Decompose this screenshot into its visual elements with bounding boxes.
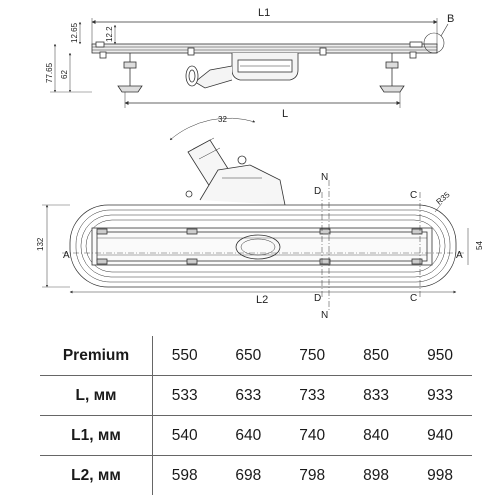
table-row: Premium 550 650 750 850 950 — [40, 336, 472, 376]
drain-hole — [235, 234, 281, 260]
label-l: L — [282, 108, 288, 120]
table-cell: 750 — [299, 346, 326, 364]
table-cell: 698 — [216, 455, 281, 495]
table-cell: 833 — [344, 375, 409, 416]
label-height-132: 132 — [36, 237, 45, 251]
foot-left — [117, 53, 143, 93]
technical-drawing: L1 B L 12.65 12.2 77.65 62 — [36, 7, 484, 320]
table-cell: 933 — [408, 375, 472, 416]
label-l1: L1 — [258, 7, 270, 19]
table-row: L1, мм 540 640 740 840 940 — [40, 415, 472, 456]
angle-arc — [169, 117, 256, 141]
detail-b-circle — [423, 32, 445, 54]
label-c-top: C — [410, 190, 417, 201]
table-cell: 950 — [427, 346, 453, 364]
table-cell: 633 — [216, 375, 281, 416]
table-cell: 850 — [363, 346, 390, 364]
table-cell: 533 — [152, 375, 217, 416]
foot-right — [379, 53, 405, 93]
label-r35: R35 — [435, 190, 452, 207]
table-cell: 798 — [280, 455, 345, 495]
label-h3: 77.65 — [45, 62, 54, 83]
table-cell: 940 — [408, 415, 472, 456]
table-cell: 733 — [280, 375, 345, 416]
table-row: L, мм 533 633 733 833 933 — [40, 375, 472, 416]
label-h2: 12.2 — [105, 26, 114, 42]
plan-view — [42, 117, 469, 310]
side-view — [50, 18, 449, 108]
table-cell: 650 — [235, 346, 262, 364]
outlet-pipe — [185, 137, 286, 206]
table-row: L2, мм 598 698 798 898 998 — [40, 455, 472, 495]
table-cell: 640 — [216, 415, 281, 456]
label-c-bottom: C — [410, 293, 417, 304]
row-label: L2, мм — [40, 455, 153, 495]
table-cell: 540 — [152, 415, 217, 456]
label-h4: 62 — [60, 70, 69, 79]
label-angle: 32 — [218, 115, 227, 124]
label-n-bottom: N — [321, 310, 328, 320]
label-d-bottom: D — [314, 293, 321, 304]
row-label: L1, мм — [40, 415, 153, 456]
drain-grate — [91, 227, 433, 266]
channel-profile — [91, 43, 438, 54]
label-d-top: D — [314, 186, 321, 197]
table-cell: 840 — [344, 415, 409, 456]
label-b: B — [447, 13, 454, 25]
table-cell: 998 — [408, 455, 472, 495]
label-a-right: A — [456, 250, 463, 261]
row-label: L, мм — [40, 375, 153, 416]
label-a-left: A — [63, 250, 70, 261]
table-cell: 740 — [280, 415, 345, 456]
row-label: Premium — [40, 336, 153, 376]
table-cell: 898 — [344, 455, 409, 495]
label-n-top: N — [321, 172, 328, 183]
table-cell: 550 — [171, 346, 198, 364]
label-h1: 12.65 — [70, 22, 79, 43]
size-table: Premium 550 650 750 850 950 L, мм 533 63… — [40, 336, 472, 495]
label-l2: L2 — [256, 294, 268, 306]
table-cell: 598 — [152, 455, 217, 495]
label-right-dim: 54 — [475, 241, 484, 250]
